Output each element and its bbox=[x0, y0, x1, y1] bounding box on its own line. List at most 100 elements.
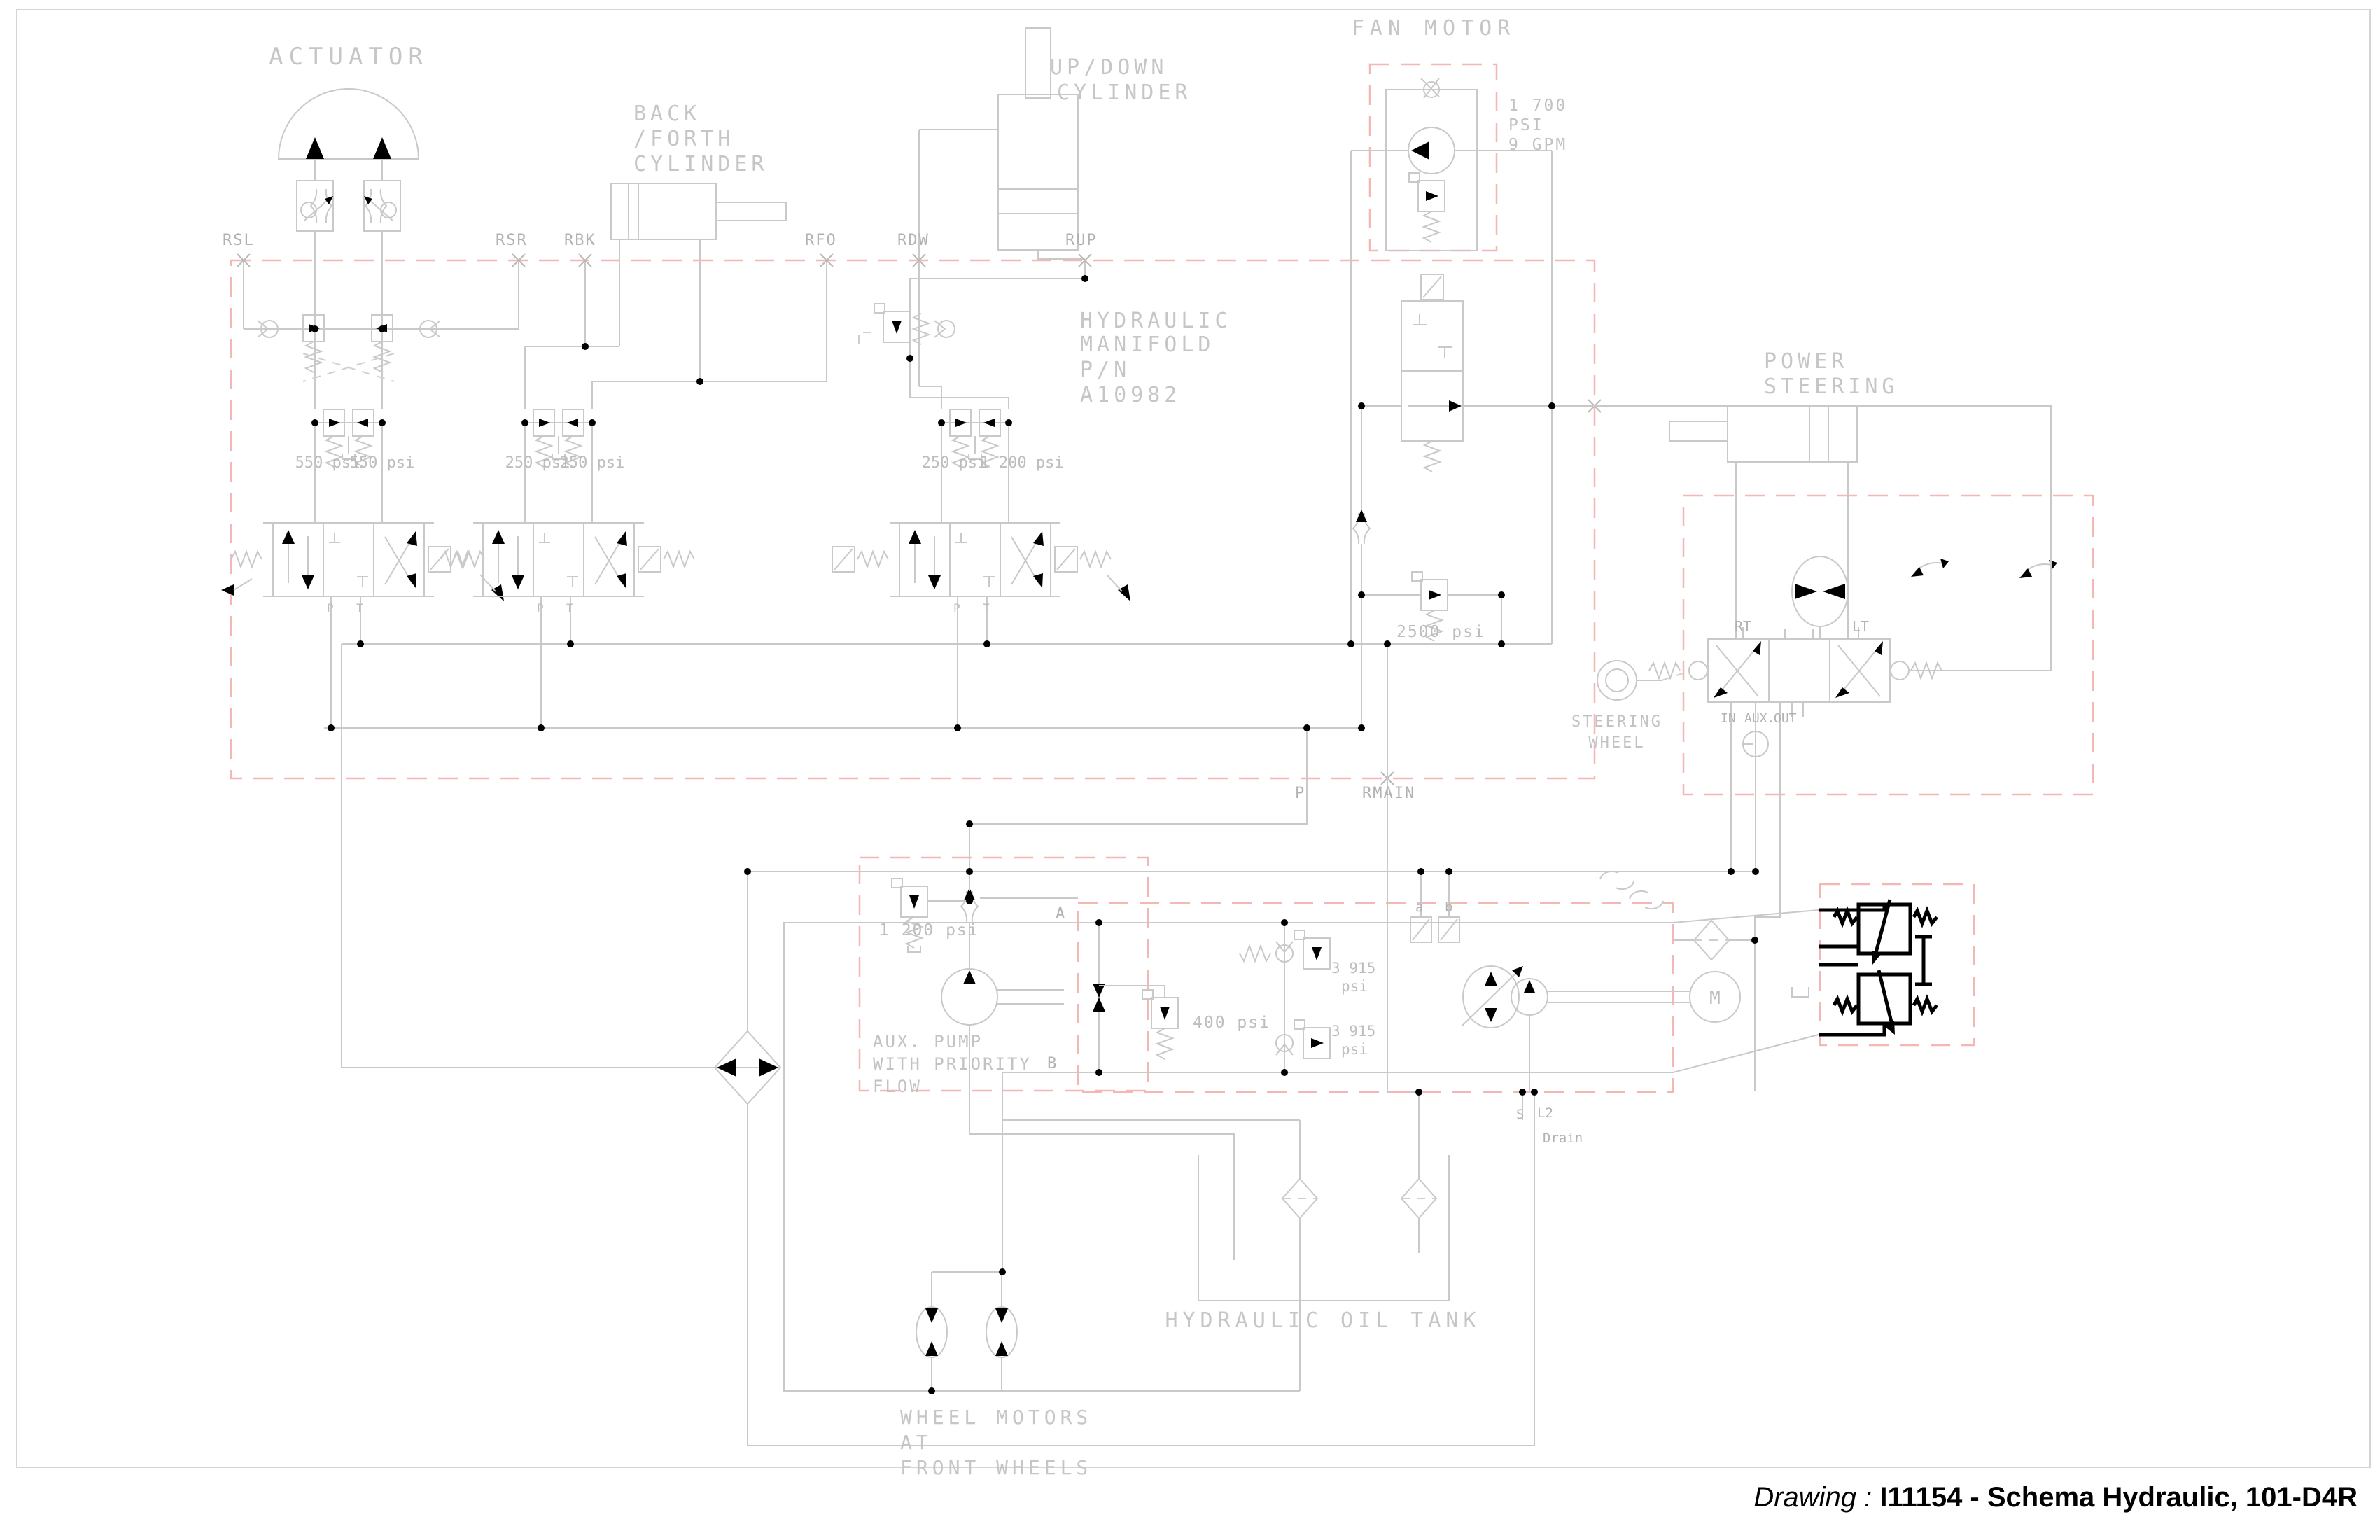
power-steering-circuit bbox=[1552, 405, 2094, 940]
valve1-port-p: P bbox=[327, 601, 334, 615]
backforth-label-2: /FORTH bbox=[634, 127, 734, 151]
steering-wheel-label-2: WHEEL bbox=[1588, 734, 1645, 752]
manifold-label-3: P/N bbox=[1080, 358, 1130, 382]
labels-layer: ACTUATORBACK/FORTHCYLINDERUP/DOWNCYLINDE… bbox=[223, 16, 1899, 1479]
steer-port-rt: RT bbox=[1735, 618, 1751, 635]
backforth-label-1: BACK bbox=[634, 102, 701, 126]
aux-relief-1200 bbox=[891, 878, 969, 953]
manifold-label-1: HYDRAULIC bbox=[1080, 309, 1232, 333]
pressure-250-left: 250 psi bbox=[505, 454, 570, 472]
power-steering-label-1: POWER bbox=[1764, 349, 1848, 374]
trans-pilot-a: a bbox=[1415, 899, 1423, 915]
fan-solenoid-valve bbox=[1352, 274, 1552, 728]
drawing-frame bbox=[16, 9, 2371, 1468]
transmission-circuit bbox=[1077, 870, 1690, 1446]
relief-pair-updown bbox=[941, 409, 1009, 468]
fan-motor-label: FAN MOTOR bbox=[1352, 16, 1516, 41]
actuator-label: ACTUATOR bbox=[269, 43, 428, 71]
manifold-label-4: A10982 bbox=[1080, 383, 1181, 407]
aux-pump-label-2: WITH PRIORITY bbox=[873, 1054, 1032, 1074]
charge-pump bbox=[1511, 978, 1548, 1016]
relief-pair-backforth bbox=[525, 409, 592, 468]
flow-control-valve-right bbox=[363, 180, 401, 232]
directional-valve-actuator bbox=[221, 522, 504, 601]
electric-motor-label: M bbox=[1709, 988, 1721, 1009]
drawing-title-prefix: Drawing : bbox=[1754, 1482, 1879, 1513]
updown-cylinder-circuit bbox=[858, 27, 1086, 523]
aux-pump-label-3: FLOW bbox=[873, 1077, 922, 1096]
valve1-port-t: T bbox=[356, 601, 363, 615]
fan-spec-3: 9 GPM bbox=[1508, 136, 1567, 154]
actuator-counterbalance bbox=[244, 314, 519, 382]
port-rdw: RDW bbox=[897, 232, 930, 249]
aux-pump-circuit bbox=[858, 824, 1235, 1260]
pressure-3915-a1: 3 915 bbox=[1331, 960, 1376, 976]
pressure-3915-b2: psi bbox=[1341, 1041, 1368, 1058]
pressure-250-right: 250 psi bbox=[560, 454, 625, 472]
port-rsl: RSL bbox=[223, 232, 255, 249]
aux-pump-symbol bbox=[941, 968, 1064, 1026]
trans-port-l2: L2 bbox=[1537, 1105, 1553, 1121]
steer-port-out: OUT bbox=[1774, 711, 1797, 726]
backforth-cylinder-circuit bbox=[524, 183, 827, 523]
directional-valve-backforth bbox=[440, 522, 695, 597]
steer-port-aux: AUX. bbox=[1744, 711, 1774, 726]
updown-label-1: UP/DOWN bbox=[1050, 55, 1168, 80]
aux-pump-label-1: AUX. PUMP bbox=[873, 1032, 983, 1051]
title-block: Drawing : I11154 - Schema Hydraulic, 101… bbox=[1754, 1482, 2358, 1513]
tank-label: HYDRAULIC OIL TANK bbox=[1165, 1308, 1480, 1333]
hydraulic-oil-tank bbox=[1002, 1119, 1450, 1301]
main-relief-2500 bbox=[1362, 571, 1502, 644]
trans-port-a: A bbox=[1056, 905, 1065, 923]
rup-counterbalance bbox=[858, 303, 955, 346]
steering-cylinder bbox=[1669, 405, 1858, 463]
flushing-valve-assembly bbox=[1672, 883, 1975, 1073]
fan-motor-symbol bbox=[1408, 127, 1455, 174]
junction-dots bbox=[312, 275, 1759, 1394]
shuttle-valve bbox=[1093, 923, 1105, 1072]
pressure-400: 400 psi bbox=[1193, 1014, 1270, 1032]
electric-motor bbox=[1689, 971, 1741, 1023]
manifold-boundary bbox=[230, 253, 1602, 785]
port-rsr: RSR bbox=[496, 232, 528, 249]
steering-wheel-label-1: STEERING bbox=[1572, 713, 1662, 731]
wheel-motors-label-1: WHEEL MOTORS bbox=[900, 1406, 1092, 1429]
fan-relief-valve bbox=[1408, 172, 1446, 243]
charge-relief-400 bbox=[1099, 985, 1179, 1060]
trans-pilot-b: b bbox=[1445, 899, 1452, 915]
fan-spec-2: PSI bbox=[1508, 116, 1544, 134]
pump-control bbox=[1410, 872, 1460, 943]
valve3-port-p: P bbox=[953, 601, 960, 615]
steering-metering-motor bbox=[1791, 556, 1849, 639]
directional-valve-updown bbox=[832, 522, 1130, 601]
backforth-label-3: CYLINDER bbox=[634, 152, 769, 176]
variable-pump bbox=[1461, 965, 1523, 1028]
updown-label-2: CYLINDER bbox=[1057, 80, 1192, 105]
steering-valve bbox=[1648, 627, 1942, 718]
fan-check-valve bbox=[1420, 78, 1440, 99]
port-rbk: RBK bbox=[564, 232, 596, 249]
fan-spec-1: 1 700 bbox=[1508, 97, 1567, 115]
drawing-title: Drawing : I11154 - Schema Hydraulic, 101… bbox=[1754, 1482, 2358, 1513]
pressure-550-right: 550 psi bbox=[350, 454, 415, 472]
steer-port-in: IN bbox=[1721, 711, 1736, 726]
trans-port-b: B bbox=[1047, 1055, 1056, 1072]
power-steering-label-2: STEERING bbox=[1764, 374, 1899, 399]
port-rmain: RMAIN bbox=[1362, 785, 1415, 802]
crossover-relief-top bbox=[1239, 923, 1331, 1072]
pressure-3915-b1: 3 915 bbox=[1331, 1023, 1376, 1040]
valve3-port-t: T bbox=[983, 601, 990, 615]
drawing-title-main: I11154 - Schema Hydraulic, 101-D4R bbox=[1879, 1482, 2358, 1513]
pressure-2500: 2500 psi bbox=[1396, 623, 1485, 641]
pressure-550-left: 550 psi bbox=[295, 454, 360, 472]
trans-port-s: S bbox=[1516, 1107, 1524, 1122]
charge-filter bbox=[1673, 920, 1756, 1091]
wheel-motors-label-3: FRONT WHEELS bbox=[900, 1456, 1092, 1479]
fan-motor-circuit bbox=[1350, 63, 1553, 644]
priority-flow-line bbox=[747, 871, 1756, 1446]
flow-control-valve-left bbox=[296, 180, 334, 232]
valve2-port-p: P bbox=[537, 601, 544, 615]
relief-pair-actuator bbox=[315, 409, 382, 468]
pressure-1200-updown: 1 200 psi bbox=[980, 454, 1063, 472]
